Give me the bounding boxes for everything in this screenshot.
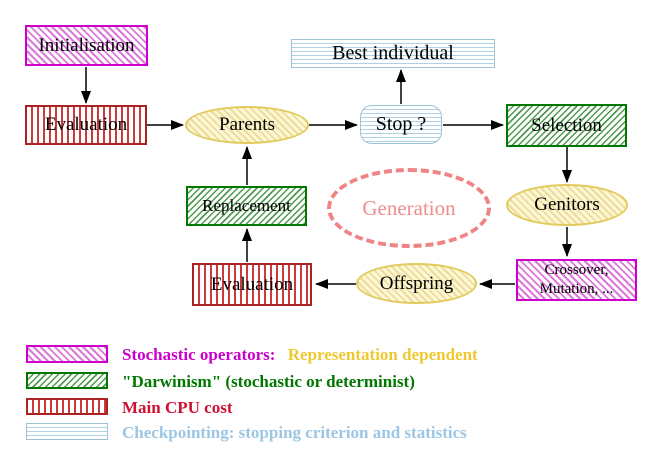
node-selection-label: Selection [531, 114, 602, 136]
legend-label-representation-part: Representation dependent [287, 345, 478, 364]
legend-label-checkpointing: Checkpointing: stopping criterion and st… [122, 423, 467, 442]
node-offspring-label: Offspring [379, 272, 454, 294]
legend-swatch-cpu-cost [26, 398, 108, 415]
node-generation-label: Generation [362, 195, 456, 220]
legend-label-darwinism: "Darwinism" (stochastic or determinist) [122, 372, 415, 391]
legend-swatch-checkpointing [26, 423, 108, 440]
node-crossover-line1: Crossover, [544, 262, 609, 279]
legend-label-cpu-cost: Main CPU cost [122, 398, 233, 417]
node-crossover-mutation: Crossover, Mutation, ... [516, 259, 637, 301]
node-initialisation-label: Initialisation [38, 34, 135, 56]
node-best-individual: Best individual [291, 39, 495, 68]
node-stop: Stop ? [360, 105, 442, 144]
node-evaluation-bottom: Evaluation [192, 263, 312, 306]
node-stop-label: Stop ? [375, 113, 427, 135]
legend-swatch-stochastic-operators [26, 345, 108, 363]
node-evaluation-bottom-label: Evaluation [210, 273, 294, 295]
node-offspring: Offspring [356, 263, 477, 304]
node-evaluation-top-label: Evaluation [44, 114, 128, 135]
node-genitors-label: Genitors [534, 194, 600, 215]
node-best-individual-label: Best individual [332, 42, 454, 64]
node-parents-label: Parents [219, 114, 275, 135]
legend-swatch-darwinism [26, 372, 108, 389]
node-evaluation-top: Evaluation [25, 105, 147, 145]
node-selection: Selection [506, 104, 627, 147]
node-generation: Generation [327, 168, 491, 248]
legend-label-stochastic-operators: Stochastic operators: Representation dep… [122, 345, 478, 365]
legend-label-stochastic-part: Stochastic operators: [122, 345, 276, 364]
node-crossover-line2: Mutation, ... [539, 281, 614, 297]
node-replacement-label: Replacement [202, 196, 291, 215]
node-initialisation: Initialisation [25, 25, 148, 66]
node-replacement: Replacement [186, 186, 307, 226]
node-genitors: Genitors [506, 184, 628, 226]
node-parents: Parents [185, 106, 309, 144]
